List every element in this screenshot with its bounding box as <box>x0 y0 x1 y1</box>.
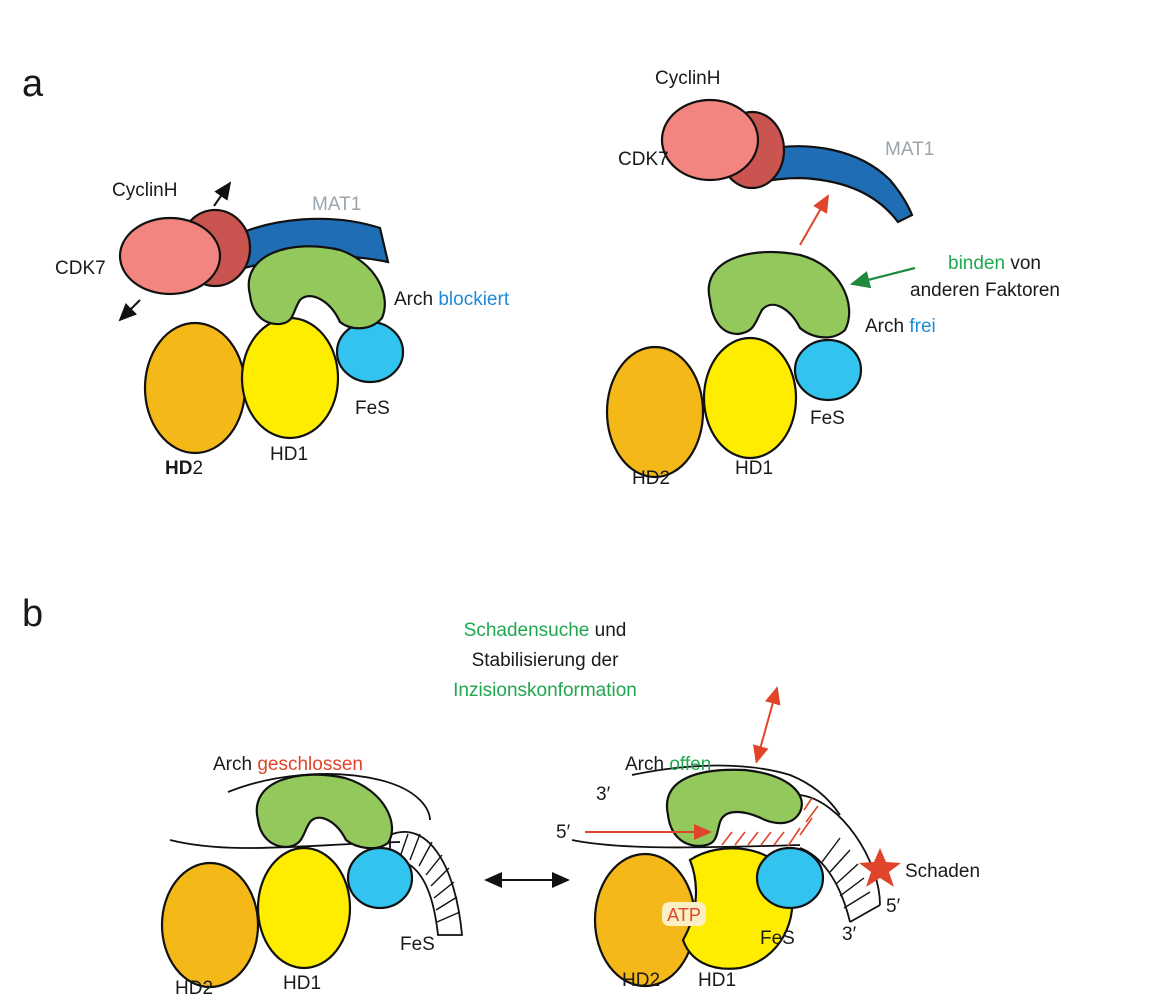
arch-opening-arrow-icon <box>753 686 781 764</box>
schaden-label: Schaden <box>905 861 980 882</box>
atp-label: ATP <box>667 905 701 925</box>
arch-shape <box>255 773 393 850</box>
dna-top-strand <box>227 773 431 821</box>
title-line-3: Inzisionskonformation <box>453 680 637 701</box>
hd1-shape <box>702 336 798 460</box>
mat1-label: MAT1 <box>885 139 934 160</box>
cdk7-label: CDK7 <box>618 149 669 170</box>
hd1-shape <box>240 316 340 440</box>
fes-label: FeS <box>400 934 435 955</box>
unwound-bubble-hatching <box>721 797 819 847</box>
hd2-label: HD2 <box>175 978 213 999</box>
title-line-1: Schadensuche und <box>464 620 627 641</box>
cdk7-shape <box>118 216 222 296</box>
panel-a-left: CyclinH MAT1 CDK7 Arch blockiert FeS HD1… <box>55 180 510 479</box>
arch-label: Arch blockiert <box>394 289 510 310</box>
fes-shape <box>335 320 405 384</box>
mat1-shape <box>760 145 914 224</box>
fes-label: FeS <box>355 398 390 419</box>
green-arrow-icon <box>849 266 916 289</box>
fes-label: FeS <box>810 408 845 429</box>
three-prime-top-label: 3′ <box>596 784 611 805</box>
cyclinh-label: CyclinH <box>655 68 720 89</box>
panel-b-label: b <box>22 593 43 635</box>
hd1-label: HD1 <box>270 444 308 465</box>
hd2-shape <box>143 321 247 455</box>
red-arrow-icon <box>799 194 829 246</box>
arch-label: Arch geschlossen <box>213 754 363 775</box>
dna-bottom-strand <box>571 839 801 849</box>
hd2-shape <box>160 861 260 989</box>
fes-label: FeS <box>760 928 795 949</box>
mat1-label: MAT1 <box>312 194 361 215</box>
atp-badge <box>662 902 706 926</box>
hd2-label: HD2 <box>622 970 660 991</box>
arrow-down-icon <box>118 299 141 322</box>
panel-b-title: Schadensuche und Stabilisierung der Inzi… <box>453 620 637 701</box>
anderen-faktoren-label: anderen Faktoren <box>910 280 1060 301</box>
title-line-2: Stabilisierung der <box>472 650 619 671</box>
arrow-up-icon <box>213 181 232 207</box>
hd2-label: HD2 <box>632 468 670 489</box>
panel-a-right: CyclinH MAT1 CDK7 binden von anderen Fak… <box>605 68 1060 489</box>
cdk7-label: CDK7 <box>55 258 106 279</box>
arch-label: Arch offen <box>625 754 711 775</box>
arch-shape <box>707 250 851 339</box>
cdk7-shape <box>660 98 760 182</box>
fes-shape <box>755 846 825 910</box>
hd1-label: HD1 <box>698 970 736 991</box>
hd1-label: HD1 <box>283 973 321 994</box>
hd2-label: HD2 <box>165 458 203 479</box>
three-prime-bottom-label: 3′ <box>842 924 857 945</box>
dna-top-strand <box>631 764 841 816</box>
fes-shape <box>346 846 414 910</box>
hd1-label: HD1 <box>735 458 773 479</box>
binden-label: binden von <box>948 253 1041 274</box>
panel-a-label: a <box>22 63 44 105</box>
dna-hatching <box>399 833 461 923</box>
five-prime-right-label: 5′ <box>886 896 901 917</box>
five-prime-left-label: 5′ <box>556 822 571 843</box>
dna-hatching <box>821 837 871 909</box>
hd1-shape <box>256 846 352 970</box>
panel-b-left: Arch geschlossen FeS HD1 HD2 <box>160 754 463 999</box>
damage-star-icon <box>859 848 901 887</box>
arch-label: Arch frei <box>865 316 936 337</box>
arch-shape <box>247 245 386 330</box>
hd2-shape <box>605 345 705 479</box>
fes-shape <box>793 338 863 402</box>
cyclinh-label: CyclinH <box>112 180 177 201</box>
panel-b-right: ATP Arch offen 3′ 5′ Schaden 5′ 3′ FeS H… <box>556 686 980 991</box>
